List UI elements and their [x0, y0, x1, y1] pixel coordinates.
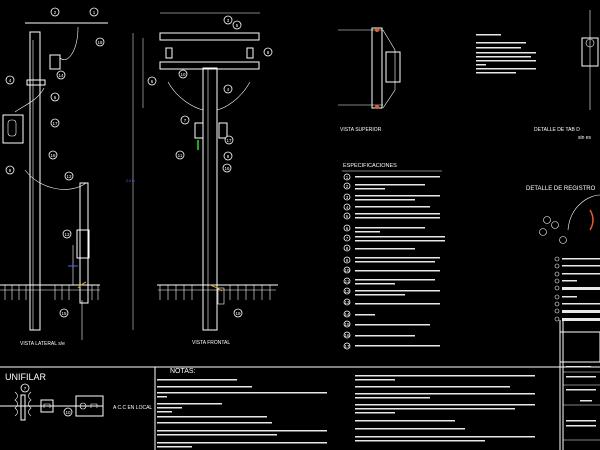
frontal-callouts: 3 5 8 10 6 4 7 17 11 9 16 19 [147, 15, 273, 318]
registro-detail: DETALLE DE REGISTRO [526, 186, 600, 363]
pole-frontal [202, 67, 218, 331]
pole-lateral [29, 31, 41, 331]
spec-items: 1 2 3 4 5 6 7 8 9 10 11 12 13 14 15 16 1… [343, 173, 351, 350]
svg-text:13: 13 [64, 232, 70, 237]
top-view: VISTA SUPERIOR [338, 27, 401, 133]
svg-text:8: 8 [346, 246, 349, 251]
svg-text:9: 9 [227, 154, 230, 159]
svg-text:4: 4 [346, 205, 349, 210]
svg-text:9: 9 [346, 258, 349, 263]
svg-text:2: 2 [54, 10, 57, 15]
svg-text:8: 8 [267, 50, 270, 55]
svg-text:6: 6 [54, 95, 57, 100]
svg-text:15: 15 [61, 311, 67, 316]
svg-text:1: 1 [93, 10, 96, 15]
svg-text:6: 6 [151, 79, 154, 84]
svg-text:10: 10 [344, 268, 350, 273]
tab-detail-title: DETALLE DE TAB D [534, 127, 580, 133]
notes-title: NOTAS: [170, 368, 196, 375]
specifications: ESPECIFICACIONES 1 2 3 4 5 6 7 8 9 10 11… [342, 163, 445, 350]
svg-text:16: 16 [224, 166, 230, 171]
svg-text:16: 16 [50, 153, 56, 158]
top-view-title: VISTA SUPERIOR [340, 127, 382, 133]
svg-text:4: 4 [9, 78, 12, 83]
svg-text:5: 5 [346, 214, 349, 219]
svg-text:15: 15 [344, 322, 350, 327]
svg-text:17: 17 [344, 344, 350, 349]
notes: NOTAS: [157, 368, 535, 448]
svg-text:17: 17 [226, 138, 232, 143]
lateral-callouts: 2 1 18 4 14 6 17 16 9 12 13 15 [5, 7, 105, 318]
svg-text:10: 10 [65, 410, 71, 415]
svg-text:5: 5 [236, 23, 239, 28]
svg-text:1: 1 [346, 175, 349, 180]
svg-text:7: 7 [346, 236, 349, 241]
svg-text:4: 4 [227, 87, 230, 92]
single-line-diagram: UNIFILAR 7 10 A C.C EN LOCAL [0, 372, 152, 421]
svg-text:7: 7 [24, 386, 27, 391]
registro-title: DETALLE DE REGISTRO [526, 186, 596, 192]
svg-text:9: 9 [9, 168, 12, 173]
svg-text:19: 19 [235, 311, 241, 316]
svg-text:2.0 m: 2.0 m [126, 179, 135, 183]
svg-text:12: 12 [344, 289, 350, 294]
tab-detail-subtitle: sin es [578, 135, 592, 141]
svg-text:12: 12 [66, 174, 72, 179]
svg-text:7: 7 [184, 118, 187, 123]
svg-text:16: 16 [344, 333, 350, 338]
svg-text:2: 2 [346, 184, 349, 189]
svg-text:14: 14 [58, 73, 64, 78]
svg-text:11: 11 [178, 153, 183, 158]
specs-title: ESPECIFICACIONES [343, 163, 397, 169]
svg-text:13: 13 [344, 300, 350, 305]
svg-text:6: 6 [346, 226, 349, 231]
lateral-view: VISTA LATERAL s/e [0, 22, 108, 347]
lateral-view-title: VISTA LATERAL s/e [20, 341, 65, 347]
title-block [563, 366, 600, 441]
svg-text:10: 10 [180, 72, 186, 77]
frontal-view: 2.0 m VISTA FRONTAL [126, 12, 278, 346]
svg-text:18: 18 [97, 40, 103, 45]
svg-text:11: 11 [345, 279, 350, 284]
svg-text:3: 3 [346, 195, 349, 200]
svg-text:3: 3 [227, 18, 230, 23]
unifilar-load-label: A C.C EN LOCAL [113, 405, 152, 411]
svg-text:17: 17 [52, 121, 58, 126]
frontal-view-title: VISTA FRONTAL [192, 340, 230, 346]
unifilar-title: UNIFILAR [5, 372, 47, 382]
tab-detail: DETALLE DE TAB D sin es [476, 10, 599, 141]
svg-text:14: 14 [344, 312, 350, 317]
meter-box [2, 114, 24, 144]
